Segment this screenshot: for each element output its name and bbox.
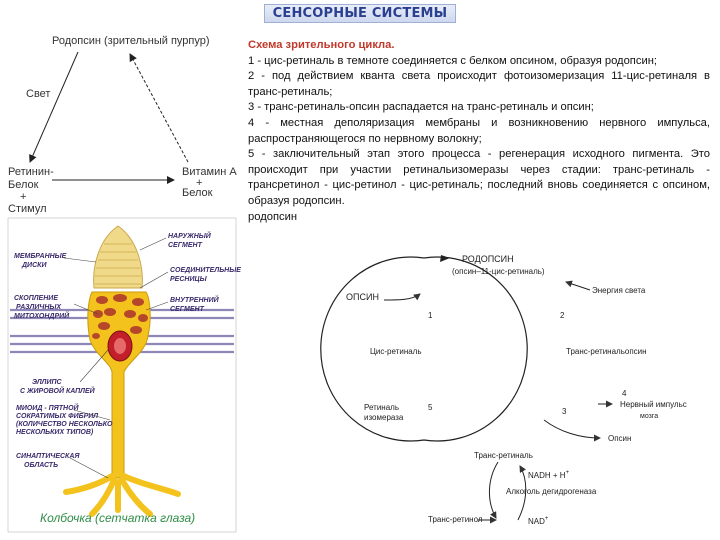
step-2: 2 — [560, 311, 565, 320]
mito-l1: СКОПЛЕНИЕ — [14, 295, 58, 302]
retinene-plus: + — [20, 191, 26, 203]
opsin-left-label: ОПСИН — [346, 292, 379, 302]
cilia-l2: РЕСНИЦЫ — [170, 276, 208, 283]
retinal-isomerase-2: изомераза — [364, 413, 404, 422]
nerve-impulse-1: Нервный импульс — [620, 400, 687, 409]
reduction-arrow-down — [489, 461, 499, 519]
description-end: родопсин — [248, 210, 298, 223]
retinene-label-1: Ретинин- — [8, 166, 54, 178]
vitamin-a-label: Витамин А — [182, 166, 237, 178]
synaptic-l2: ОБЛАСТЬ — [24, 462, 58, 469]
vitamin-a-plus: + — [196, 177, 202, 189]
trans-retinal-label: Транс-ретиналь — [474, 451, 533, 460]
opsin-out-arrow — [543, 419, 601, 442]
membrane-discs-l2: ДИСКИ — [21, 262, 47, 269]
membrane-discs-l1: МЕМБРАННЫЕ — [14, 253, 67, 260]
cis-retinal-label: Цис-ретиналь — [370, 347, 422, 356]
light-energy-arrow — [565, 280, 591, 291]
light-energy-label: Энергия света — [592, 286, 646, 295]
description-step-2: 2 - под действием кванта света происходи… — [248, 70, 710, 98]
light-label: Свет — [26, 88, 50, 100]
arrow-vitamin-to-rhodopsin — [129, 53, 189, 163]
protein-label: Белок — [182, 187, 213, 199]
visual-cycle-diagram: РОДОПСИН (опсин–11-цис-ретиналь) Энергия… — [320, 254, 687, 526]
reduction-arrow-up — [517, 465, 527, 521]
cone-caption: Колбочка (сетчатка глаза) — [40, 511, 195, 525]
rhodopsin-label: РОДОПСИН — [462, 254, 514, 264]
simple-visual-cycle: Родопсин (зрительный пурпур) Свет Ретини… — [8, 35, 237, 215]
description-step-5: 5 - заключительный этап этого процесса -… — [248, 148, 710, 207]
synaptic-l1: СИНАПТИЧЕСКАЯ — [16, 453, 80, 460]
cycle-circle — [320, 256, 528, 442]
retinene-label-2: Белок — [8, 179, 39, 191]
opsin-right-label: Опсин — [608, 434, 631, 443]
mitochondria — [92, 294, 148, 339]
nadh-label: NADH + H — [528, 471, 566, 480]
synaptic-base — [63, 473, 181, 517]
nadh-plus: + — [566, 470, 570, 476]
retinal-isomerase-1: Ретиналь — [364, 403, 399, 412]
rhodopsin-purple-label: Родопсин (зрительный пурпур) — [52, 35, 210, 47]
inner-seg-l2: СЕГМЕНТ — [170, 306, 205, 313]
step-3: 3 — [562, 407, 567, 416]
outer-segment — [93, 225, 143, 289]
trans-retinol-label: Транс-ретинол — [428, 515, 483, 524]
description-step-4: 4 - местная деполяризация мембраны и воз… — [248, 116, 710, 145]
arrow-rhodopsin-to-retinene — [29, 51, 79, 163]
mito-l2: РАЗЛИЧНЫХ — [16, 304, 62, 311]
mito-l3: МИТОХОНДРИЙ — [14, 311, 70, 320]
ellipsoid-l2: С ЖИРОВОЙ КАПЛЕЙ — [20, 386, 96, 395]
nad-label: NAD — [528, 517, 545, 526]
stimulus-label: Стимул — [8, 203, 47, 215]
description-step-3: 3 - транс-ретиналь-опсин распадается на … — [248, 101, 594, 114]
svg-text:NADH + H+: NADH + H+ — [528, 470, 570, 480]
cilia-l1: СОЕДИНИТЕЛЬНЫЕ — [170, 267, 241, 274]
nad-plus: + — [545, 516, 549, 522]
trans-retinal-opsin-label: Транс-ретинальопсин — [566, 347, 647, 356]
description-step-1: 1 - цис-ретиналь в темноте соединяется с… — [248, 54, 657, 67]
inner-seg-l1: ВНУТРЕННИЙ — [170, 295, 220, 304]
rhodopsin-sub-label: (опсин–11-цис-ретиналь) — [452, 267, 545, 276]
svg-text:NAD+: NAD+ — [528, 516, 549, 526]
cycle-description: Схема зрительного цикла. 1 - цис-ретинал… — [248, 38, 710, 225]
myoid-l4: НЕСКОЛЬКИХ ТИПОВ) — [16, 429, 94, 436]
cone-cell-figure: НАРУЖНЫЙ СЕГМЕНТ МЕМБРАННЫЕ ДИСКИ СОЕДИНИТ… — [7, 217, 241, 533]
myoid-l1: МИОИД - ПЯТНОЙ — [16, 403, 80, 412]
outer-seg-l1: НАРУЖНЫЙ — [168, 231, 212, 240]
outer-seg-l2: СЕГМЕНТ — [168, 242, 203, 249]
alcohol-dh-label: Алкоголь дегидрогеназа — [506, 487, 597, 496]
myoid-l2: СОКРАТИМЫХ ФИБРИЛ — [16, 413, 98, 420]
page-title: СЕНСОРНЫЕ СИСТЕМЫ — [0, 4, 720, 23]
myoid-l3: (КОЛИЧЕСТВО НЕСКОЛЬКО — [16, 421, 113, 428]
opsin-arrow — [383, 293, 421, 301]
description-heading: Схема зрительного цикла. — [248, 39, 395, 51]
nerve-impulse-2: мозга — [640, 413, 658, 420]
step-5: 5 — [428, 403, 433, 412]
ellipsoid-l1: ЭЛЛИПС — [32, 379, 63, 386]
step-1: 1 — [428, 311, 433, 320]
step-4: 4 — [622, 389, 627, 398]
page-title-text: СЕНСОРНЫЕ СИСТЕМЫ — [263, 4, 457, 23]
